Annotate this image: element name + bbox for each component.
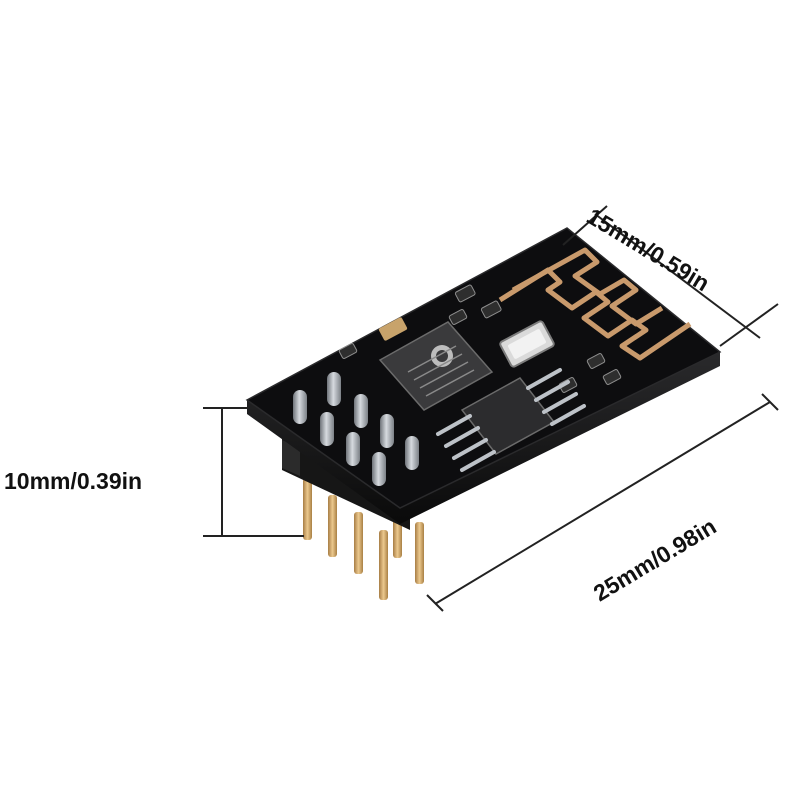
- pcb-antenna-icon: [498, 247, 692, 361]
- qfn-chip-icon: [378, 321, 494, 411]
- passive-components: [338, 284, 622, 393]
- dimension-length: [426, 393, 779, 612]
- crystal-oscillator: [499, 320, 555, 368]
- height-dimension-label: 10mm/0.39in: [4, 468, 143, 494]
- dimension-height: [203, 407, 304, 537]
- soic-flash-icon: [436, 368, 586, 472]
- header-pins: [303, 478, 424, 600]
- solder-pins: [293, 372, 419, 486]
- dimension-width: [562, 205, 779, 347]
